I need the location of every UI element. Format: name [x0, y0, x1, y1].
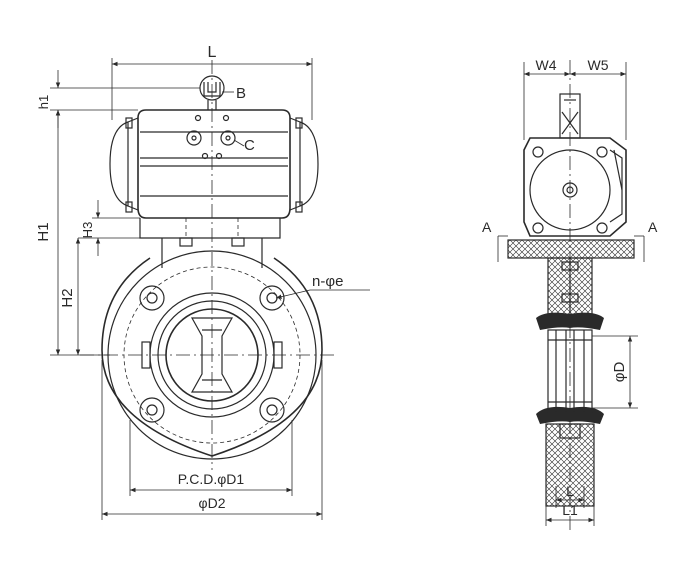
section-bottom — [545, 423, 595, 507]
dimension-W4-W5: W4 W5 — [523, 57, 627, 140]
label-A-left: A — [482, 219, 492, 235]
side-actuator — [523, 137, 627, 237]
label-L-side: L — [566, 483, 574, 499]
label-D2: φD2 — [199, 495, 226, 511]
label-H2: H2 — [59, 288, 76, 307]
actuator-body — [109, 109, 319, 219]
dimension-H1: H1 — [35, 110, 110, 356]
label-h1: h1 — [36, 95, 51, 109]
label-phi-D: φD — [611, 362, 628, 383]
label-L: L — [208, 44, 217, 61]
bolt-holes — [139, 285, 285, 423]
section-neck — [547, 257, 593, 323]
label-W5: W5 — [588, 57, 609, 73]
dimension-h1: h1 — [36, 70, 200, 128]
dimension-H3: H3 — [78, 200, 162, 256]
dimension-phi-D: φD — [592, 335, 638, 409]
side-view: W4 W5 A — [482, 57, 658, 530]
mounting-bracket — [139, 218, 281, 268]
label-W4: W4 — [536, 57, 557, 73]
dimension-L-side: L — [555, 483, 585, 508]
leader-n-phi-e: n-φe — [275, 273, 370, 299]
section-bore — [547, 329, 593, 413]
dimension-D2: φD2 — [101, 360, 323, 520]
label-H3: H3 — [80, 222, 95, 239]
dimension-H2: H2 — [59, 238, 81, 355]
label-pcd: P.C.D.φD1 — [178, 471, 245, 487]
label-A-right: A — [648, 219, 658, 235]
label-n-phi-e: n-φe — [312, 273, 343, 290]
label-H1: H1 — [35, 222, 52, 241]
label-C: C — [244, 137, 255, 154]
label-L1: L1 — [562, 502, 578, 518]
seals — [536, 312, 604, 424]
dimension-D1: P.C.D.φD1 — [129, 420, 293, 496]
section-flange: A A — [482, 219, 658, 262]
dimension-L1: L1 — [545, 502, 595, 526]
front-view: L B C h1 H1 H3 H — [35, 44, 370, 520]
position-indicator — [199, 75, 225, 110]
label-B: B — [236, 85, 246, 102]
